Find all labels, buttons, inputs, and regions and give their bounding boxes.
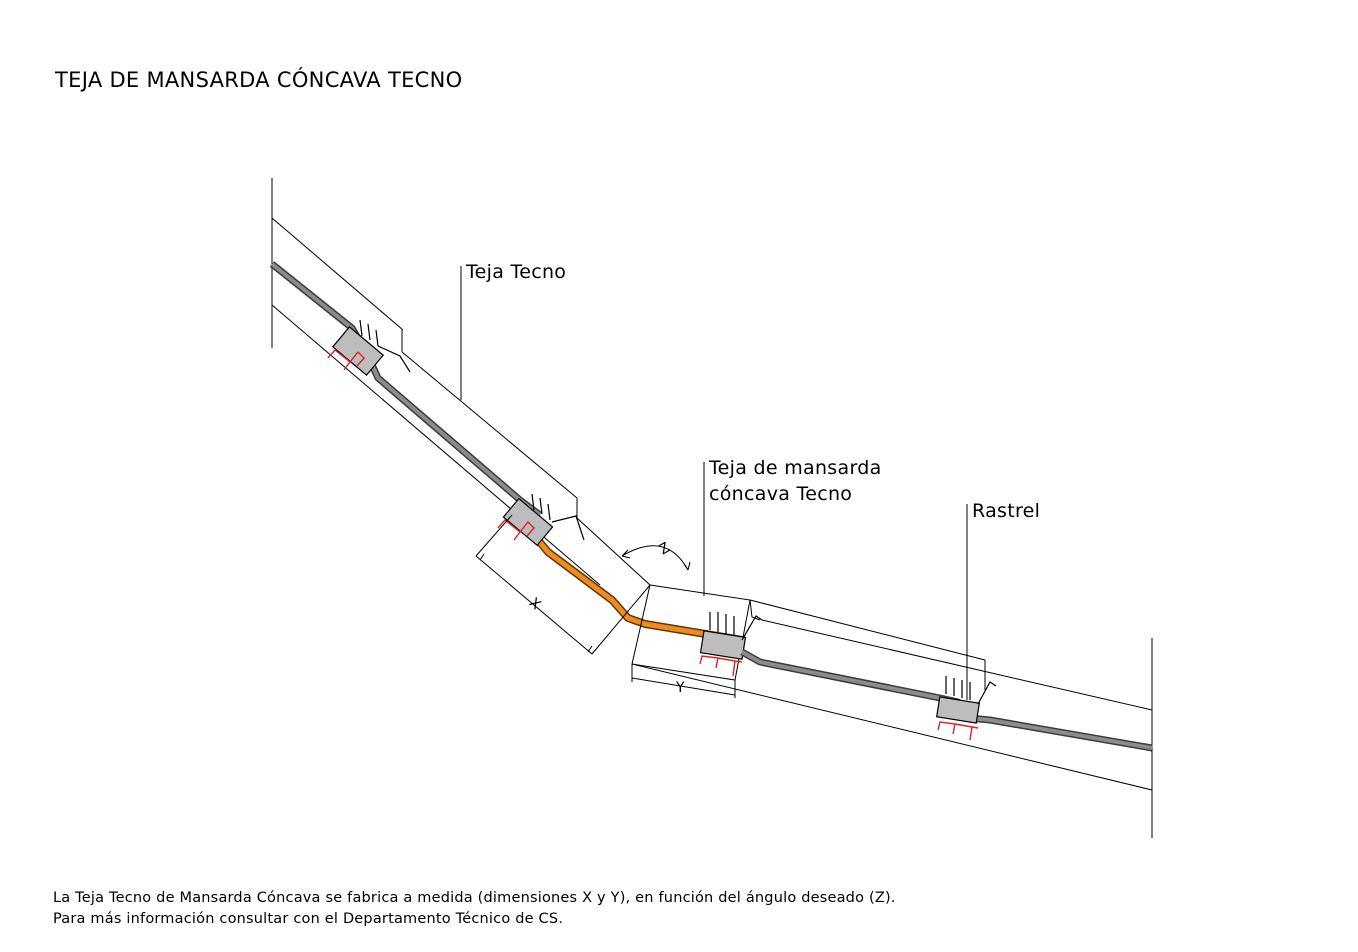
dimension-z: [621, 545, 691, 571]
label-teja-tecno: Teja Tecno: [466, 261, 567, 283]
upper-tile: [269, 261, 543, 518]
page-title: TEJA DE MANSARDA CÓNCAVA TECNO: [55, 68, 463, 92]
rastrel-batten-mark: [937, 721, 979, 741]
label-teja-mansarda: Teja de mansarda cóncava Tecno: [709, 455, 882, 507]
dimension-x: [475, 514, 651, 655]
caption-line-2: Para más información consultar con el De…: [53, 911, 564, 927]
label-rastrel: Rastrel: [972, 500, 1041, 522]
leader-lines: [460, 266, 968, 700]
upper-interlock: [331, 319, 411, 376]
label-mansarda-line2: cóncava Tecno: [709, 483, 853, 505]
dimension-y-label: Y: [676, 680, 685, 696]
lower-interlock: [699, 612, 763, 660]
lower-slope-outline: [631, 599, 1153, 791]
label-mansarda-line1: Teja de mansarda: [709, 457, 882, 479]
upper-slope-outline: [271, 217, 651, 586]
caption-line-1: La Teja Tecno de Mansarda Cóncava se fab…: [53, 890, 896, 906]
caption: La Teja Tecno de Mansarda Cóncava se fab…: [53, 888, 896, 930]
rastrel-interlock: [935, 676, 997, 724]
upper-batten-mark: [327, 349, 365, 371]
middle-batten-mark: [497, 519, 535, 541]
lower-batten-mark: [699, 655, 743, 677]
